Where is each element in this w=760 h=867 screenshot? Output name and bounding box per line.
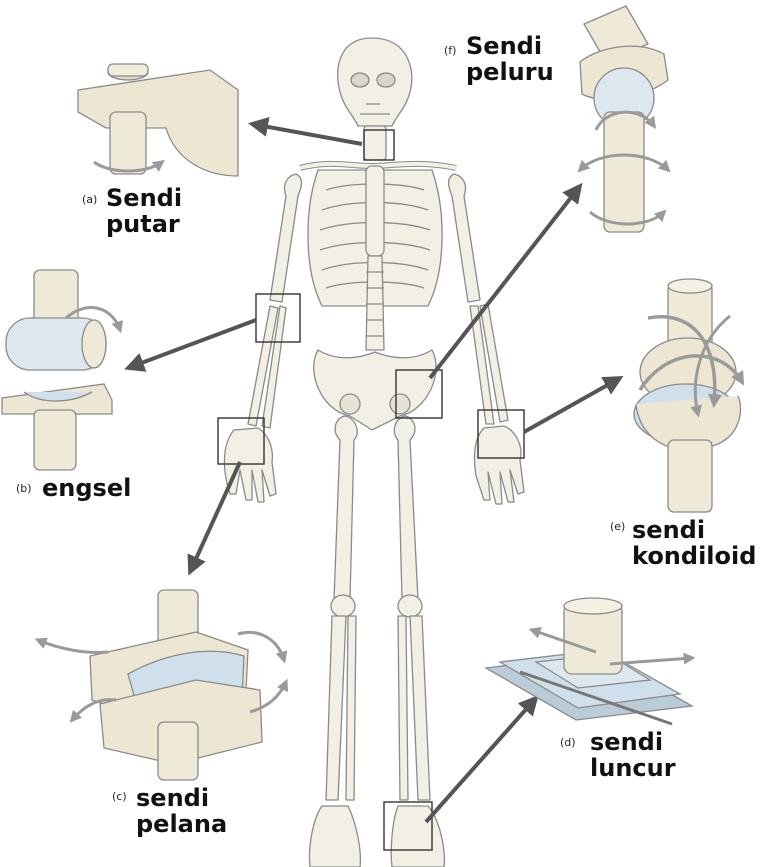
saddle-joint-model — [34, 589, 289, 781]
letter-c: (c) — [112, 790, 127, 803]
name-ball-socket-line2: peluru — [466, 57, 554, 86]
arrow-to-hinge — [124, 318, 257, 372]
name-ball-socket-line1: Sendi — [466, 32, 543, 60]
letter-e: (e) — [610, 520, 626, 533]
name-condyloid-line2: kondiloid — [632, 541, 757, 570]
box-neck — [363, 129, 395, 161]
letter-d: (d) — [560, 736, 576, 749]
box-elbow-left — [255, 293, 301, 343]
condyloid-joint-model — [633, 278, 745, 513]
letter-b: (b) — [16, 482, 32, 495]
name-ball-socket: Sendi peluru — [466, 32, 554, 86]
name-hinge-line1: engsel — [42, 474, 132, 502]
arrow-to-ball — [428, 182, 583, 380]
arrow-to-condyloid — [523, 376, 624, 434]
name-pivot-line1: Sendi putar — [106, 184, 183, 238]
name-saddle: sendi pelana — [136, 784, 228, 838]
letter-f: (f) — [444, 44, 457, 57]
left-femur — [333, 415, 358, 601]
box-hip-right — [395, 369, 443, 419]
arrow-to-pivot — [248, 117, 363, 146]
name-gliding: sendi luncur — [590, 728, 676, 782]
gliding-joint-model — [483, 597, 696, 726]
name-pivot: Sendi putar — [106, 184, 183, 238]
left-foot — [308, 805, 362, 867]
human-skeleton — [223, 37, 525, 867]
pointer-arrows — [124, 117, 624, 824]
name-gliding-line1: sendi — [590, 728, 664, 756]
name-hinge: engsel — [42, 474, 132, 502]
skull — [337, 37, 413, 127]
arrow-to-saddle — [187, 461, 242, 576]
name-condyloid: sendi kondiloid — [632, 516, 757, 570]
name-gliding-line2: luncur — [590, 753, 676, 782]
pivot-joint-model — [77, 63, 239, 177]
joint-highlight-boxes — [217, 129, 525, 851]
left-hand — [223, 427, 277, 503]
arrow-to-gliding — [424, 695, 539, 824]
box-wrist-right — [477, 409, 525, 459]
spine — [365, 255, 385, 351]
name-condyloid-line1: sendi — [632, 516, 706, 544]
letter-a: (a) — [82, 193, 98, 206]
ball-socket-joint-model — [577, 5, 671, 233]
right-foot — [390, 805, 446, 867]
hinge-joint-model — [1, 269, 124, 471]
right-femur — [393, 415, 419, 601]
box-ankle-right — [383, 801, 433, 851]
right-hand — [473, 425, 525, 505]
name-saddle-line2: pelana — [136, 809, 228, 838]
name-saddle-line1: sendi — [136, 784, 210, 812]
